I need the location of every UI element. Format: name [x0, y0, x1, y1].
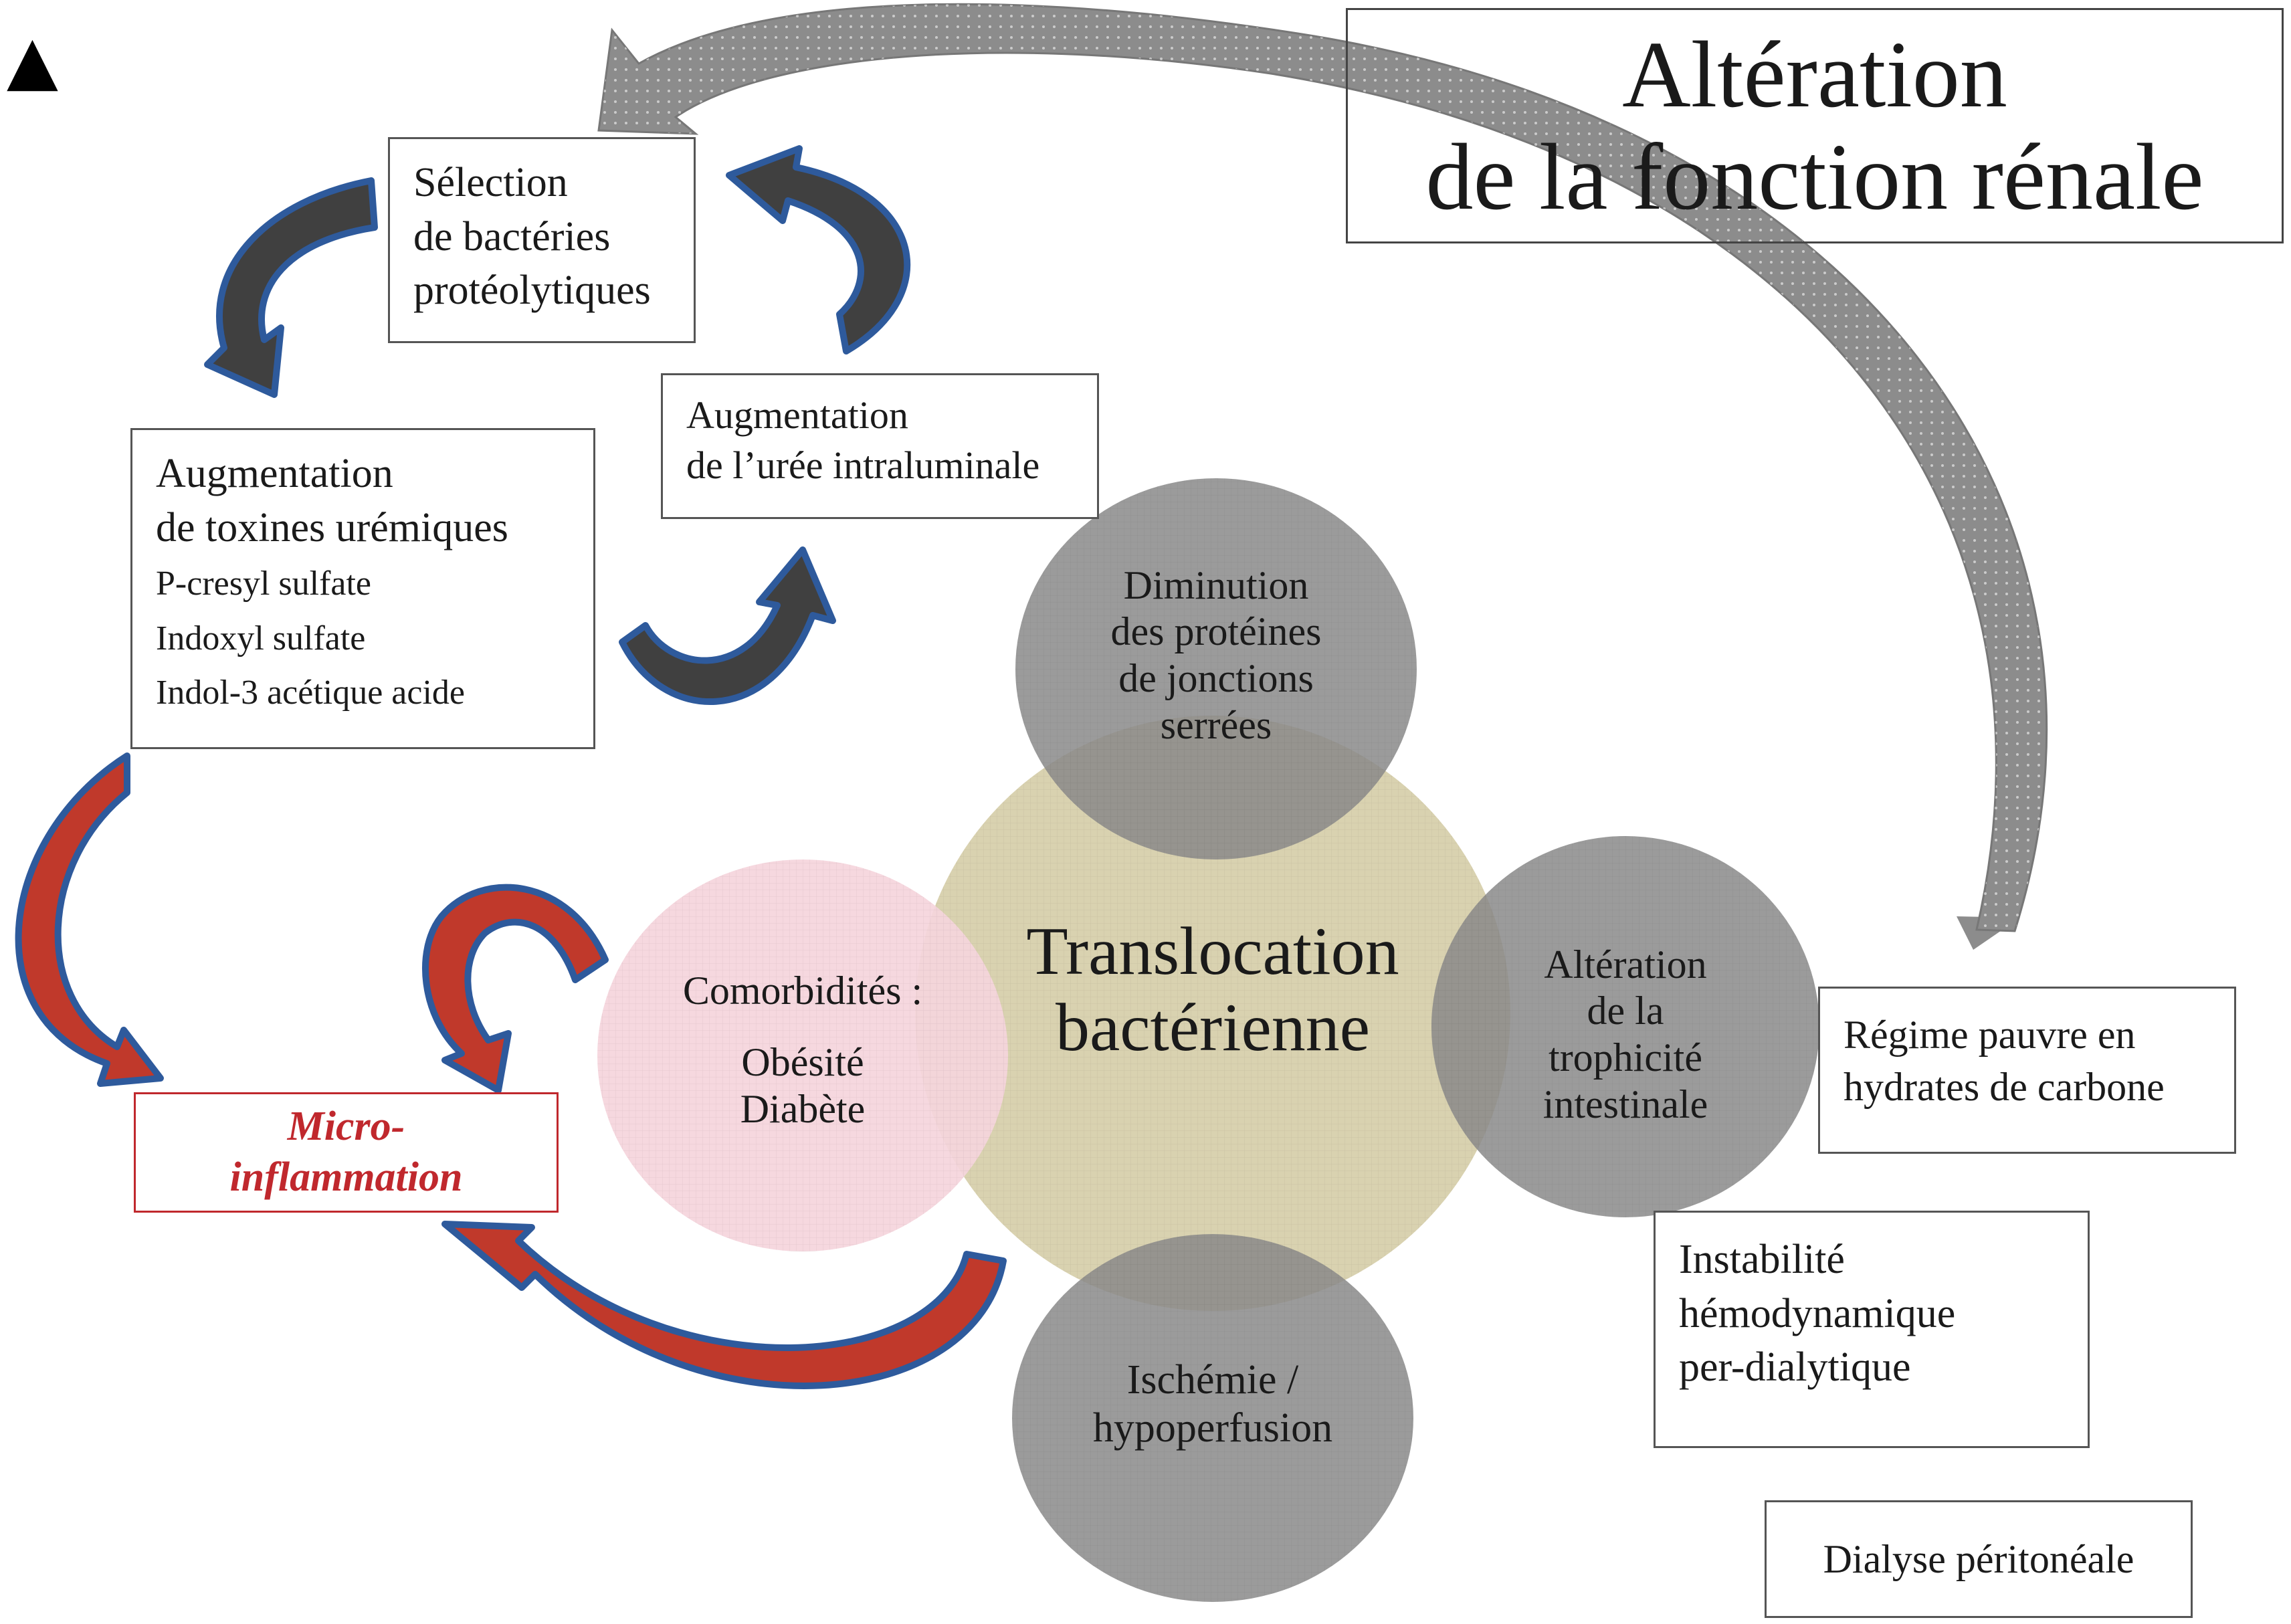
regime-line-2: hydrates de carbone	[1844, 1065, 2165, 1109]
top-line-4: serrées	[1160, 702, 1272, 747]
selection-line-1: Sélection	[413, 160, 568, 205]
instabilite-line-3: per-dialytique	[1679, 1344, 1911, 1391]
center-line-2: bactérienne	[1055, 990, 1370, 1065]
selection-line-2: de bactéries	[413, 213, 611, 260]
selection-line-3: protéolytiques	[413, 268, 651, 314]
center-circle-label: Translocation bactérienne	[950, 890, 1476, 1090]
comorbidity-circle-label: Comorbidités : Obésité Diabète	[635, 963, 970, 1137]
top-line-2: des protéines	[1110, 609, 1322, 654]
comorbidity-heading: Comorbidités :	[682, 968, 923, 1013]
bottom-line-1: Ischémie /	[1126, 1357, 1299, 1403]
toxines-heading-1: Augmentation	[156, 451, 393, 496]
uree-line-2: de l’urée intraluminale	[686, 443, 1040, 488]
micro-line-1: Micro-	[287, 1104, 405, 1150]
right-line-3: trophicité	[1549, 1035, 1702, 1080]
right-line-2: de la	[1587, 989, 1664, 1033]
title-line-2: de la fonction rénale	[1425, 124, 2204, 229]
toxine-item: Indol-3 acétique acide	[156, 674, 465, 712]
corner-triangle-icon: ▲	[7, 21, 58, 99]
uree-box: Augmentation de l’urée intraluminale	[661, 373, 1099, 519]
top-circle-label: Diminution des protéines de jonctions se…	[1056, 559, 1377, 752]
satellite-circle-right	[1431, 836, 1819, 1217]
comorbidity-circle	[597, 859, 1008, 1251]
dialyse-label: Dialyse péritonéale	[1823, 1537, 2134, 1581]
comorbidity-item: Diabète	[740, 1086, 866, 1131]
toxine-item: P-cresyl sulfate	[156, 565, 372, 603]
cycle-arrow-toxines-to-uree	[619, 546, 836, 705]
micro-line-2: inflammation	[229, 1154, 463, 1200]
right-line-1: Altération	[1544, 942, 1707, 987]
cycle-arrow-uree-to-selection	[726, 145, 911, 354]
micro-inflammation-box: Micro- inflammation	[134, 1092, 559, 1213]
instabilite-box: Instabilité hémodynamique per-dialytique	[1654, 1211, 2090, 1448]
uree-line-1: Augmentation	[686, 393, 908, 437]
top-line-3: de jonctions	[1118, 656, 1314, 700]
right-circle-label: Altération de la trophicité intestinale	[1468, 938, 1783, 1132]
regime-box: Régime pauvre en hydrates de carbone	[1818, 987, 2236, 1154]
title-line-1: Altération	[1622, 21, 2007, 127]
selection-box: Sélection de bactéries protéolytiques	[388, 137, 696, 343]
center-line-1: Translocation	[1026, 913, 1399, 989]
instabilite-line-2: hémodynamique	[1679, 1290, 1956, 1336]
dialyse-box: Dialyse péritonéale	[1765, 1500, 2193, 1618]
satellite-circle-top	[1015, 478, 1417, 859]
regime-line-1: Régime pauvre en	[1844, 1013, 2136, 1057]
instabilite-line-1: Instabilité	[1679, 1237, 1845, 1282]
feedback-arrow	[597, 3, 2048, 950]
bottom-line-2: hypoperfusion	[1092, 1405, 1333, 1451]
cycle-arrow-selection-to-toxines	[204, 177, 378, 398]
toxine-item: Indoxyl sulfate	[156, 619, 366, 657]
right-line-4: intestinale	[1542, 1082, 1708, 1126]
satellite-circle-bottom	[1012, 1234, 1413, 1602]
toxines-box: Augmentation de toxines urémiques P-cres…	[130, 428, 595, 749]
toxines-heading-2: de toxines urémiques	[156, 504, 508, 550]
title-box: Altération de la fonction rénale	[1346, 8, 2284, 243]
red-arrow-comorbidity-to-micro	[422, 884, 609, 1094]
comorbidity-item: Obésité	[741, 1040, 864, 1085]
red-arrow-toxines-to-micro	[15, 752, 164, 1087]
bottom-circle-label: Ischémie / hypoperfusion	[1052, 1351, 1373, 1458]
top-line-1: Diminution	[1123, 563, 1309, 607]
red-arrow-translocation-to-micro	[441, 1221, 1007, 1389]
center-circle	[915, 716, 1510, 1311]
